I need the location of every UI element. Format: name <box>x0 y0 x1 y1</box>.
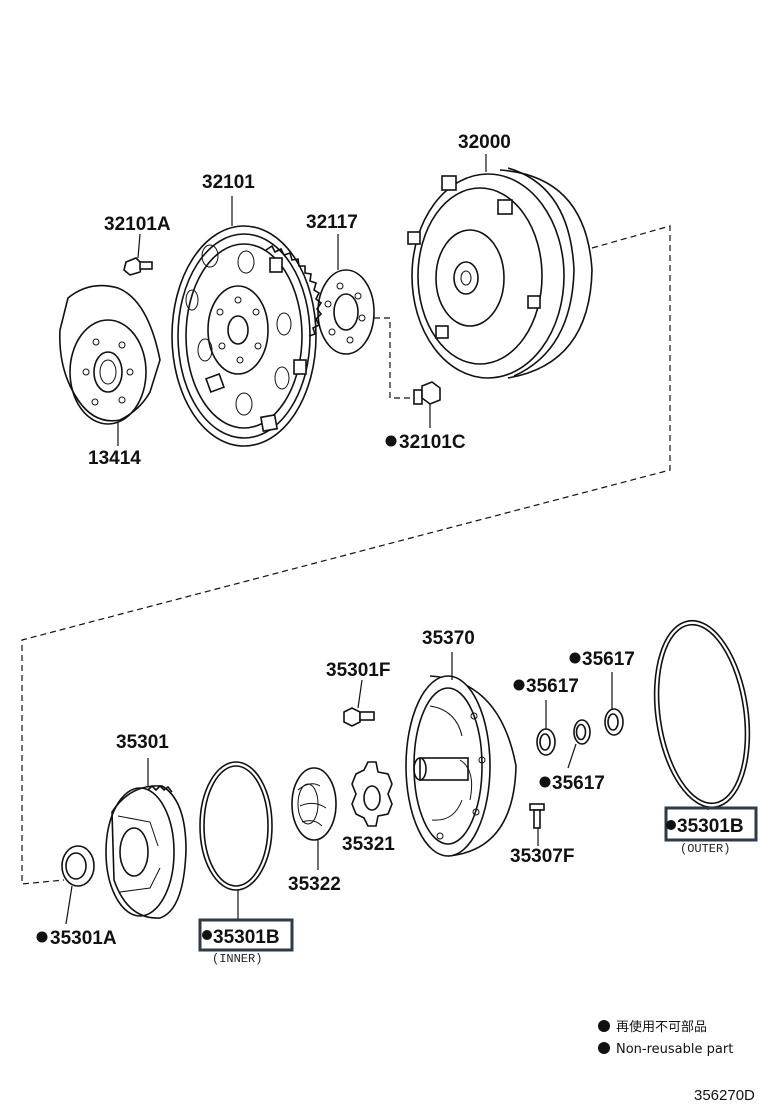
drive-gear-35321 <box>351 761 393 827</box>
drive-plate-32101 <box>171 225 323 447</box>
non-reusable-dot <box>202 930 212 940</box>
seal-ring-35617-a <box>536 728 556 756</box>
legend-dot <box>598 1020 610 1032</box>
bolt-32101A <box>123 257 153 276</box>
non-reusable-dot <box>513 679 525 691</box>
o-ring-35301B-inner <box>199 761 273 891</box>
label-32117: 32117 <box>306 212 358 233</box>
label-35617-a: 35617 <box>526 676 579 697</box>
sublabel-inner: (INNER) <box>212 952 262 966</box>
label-35301B-outer: 35301B <box>677 816 744 837</box>
label-35322: 35322 <box>288 874 341 895</box>
label-35617-b: 35617 <box>552 773 605 794</box>
non-reusable-dot <box>569 652 581 664</box>
label-35617-c: 35617 <box>582 649 635 670</box>
pump-body-35301 <box>105 784 187 919</box>
o-ring-35301B-outer <box>653 619 751 809</box>
diagram-code: 356270D <box>694 1087 755 1104</box>
pin-35307F <box>529 803 545 829</box>
legend-line-en: Non-reusable part <box>616 1042 733 1057</box>
label-32101A: 32101A <box>104 214 171 235</box>
label-35301: 35301 <box>116 732 169 753</box>
non-reusable-dot <box>666 820 676 830</box>
label-35321: 35321 <box>342 834 395 855</box>
label-35370: 35370 <box>422 628 475 649</box>
seal-ring-35617-b <box>573 719 591 745</box>
label-32101: 32101 <box>202 172 255 193</box>
non-reusable-dot <box>539 776 551 788</box>
bolt-32101C <box>413 381 441 405</box>
sublabel-outer: (OUTER) <box>680 842 730 856</box>
oil-seal-35301A <box>61 845 95 887</box>
label-35301B-inner: 35301B <box>213 927 280 948</box>
stator-shaft-35370 <box>405 675 517 857</box>
label-35307F: 35307F <box>510 846 574 867</box>
bolt-35301F <box>343 707 375 727</box>
non-reusable-dot <box>36 931 48 943</box>
legend-dot <box>598 1042 610 1054</box>
label-35301F: 35301F <box>326 660 390 681</box>
legend-line-ja: 再使用不可部品 <box>616 1019 707 1035</box>
label-35301A: 35301A <box>50 928 117 949</box>
spacer-plate-13414 <box>59 284 161 425</box>
non-reusable-dot <box>385 435 397 447</box>
label-13414: 13414 <box>88 448 141 469</box>
legend: 再使用不可部品 Non-reusable part <box>598 1019 733 1057</box>
torque-converter-32000 <box>407 167 593 379</box>
seal-ring-35617-c <box>604 708 624 736</box>
label-32000: 32000 <box>458 132 511 153</box>
spacer-32117 <box>317 269 375 355</box>
label-32101C: 32101C <box>399 432 466 453</box>
driven-gear-35322 <box>291 767 337 841</box>
